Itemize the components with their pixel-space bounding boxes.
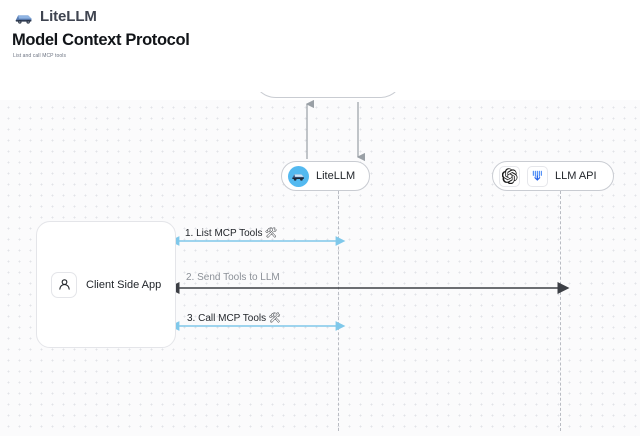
openai-logo-icon bbox=[499, 165, 520, 187]
tools-emoji-icon: 🛠 bbox=[264, 228, 278, 239]
lifeline-litellm bbox=[338, 191, 339, 431]
flow-label-2: 2. Send Tools to LLM bbox=[186, 272, 280, 283]
page-header: LiteLLM Model Context Protocol List and … bbox=[0, 0, 640, 92]
flow-label-3: 3. Call MCP Tools🛠 bbox=[187, 313, 281, 324]
user-person-icon bbox=[51, 271, 77, 298]
node-llm-api-label: LLM API bbox=[555, 170, 597, 182]
page-subtitle: List and call MCP tools bbox=[13, 53, 67, 59]
brand-name: LiteLLM bbox=[40, 8, 97, 25]
flow-label-3-text: 3. Call MCP Tools bbox=[187, 313, 267, 324]
page-title: Model Context Protocol bbox=[12, 31, 190, 49]
node-litellm[interactable]: LiteLLM bbox=[281, 161, 371, 191]
lifeline-llm-api bbox=[560, 191, 561, 431]
client-side-app-box[interactable]: Client Side App bbox=[36, 221, 176, 348]
flow-label-1-text: 1. List MCP Tools bbox=[185, 228, 263, 239]
client-side-app-label: Client Side App bbox=[86, 278, 162, 291]
litellm-logo-icon bbox=[15, 14, 32, 24]
tools-emoji-icon: 🛠 bbox=[268, 313, 281, 324]
flow-label-2-text: 2. Send Tools to LLM bbox=[186, 272, 280, 283]
brand[interactable]: LiteLLM bbox=[14, 8, 97, 25]
litellm-avatar-icon bbox=[288, 165, 309, 187]
node-litellm-label: LiteLLM bbox=[316, 170, 356, 182]
anthropic-logo-icon bbox=[527, 165, 548, 187]
node-llm-api[interactable]: LLM API bbox=[492, 161, 614, 191]
flow-label-1: 1. List MCP Tools🛠 bbox=[185, 228, 277, 239]
